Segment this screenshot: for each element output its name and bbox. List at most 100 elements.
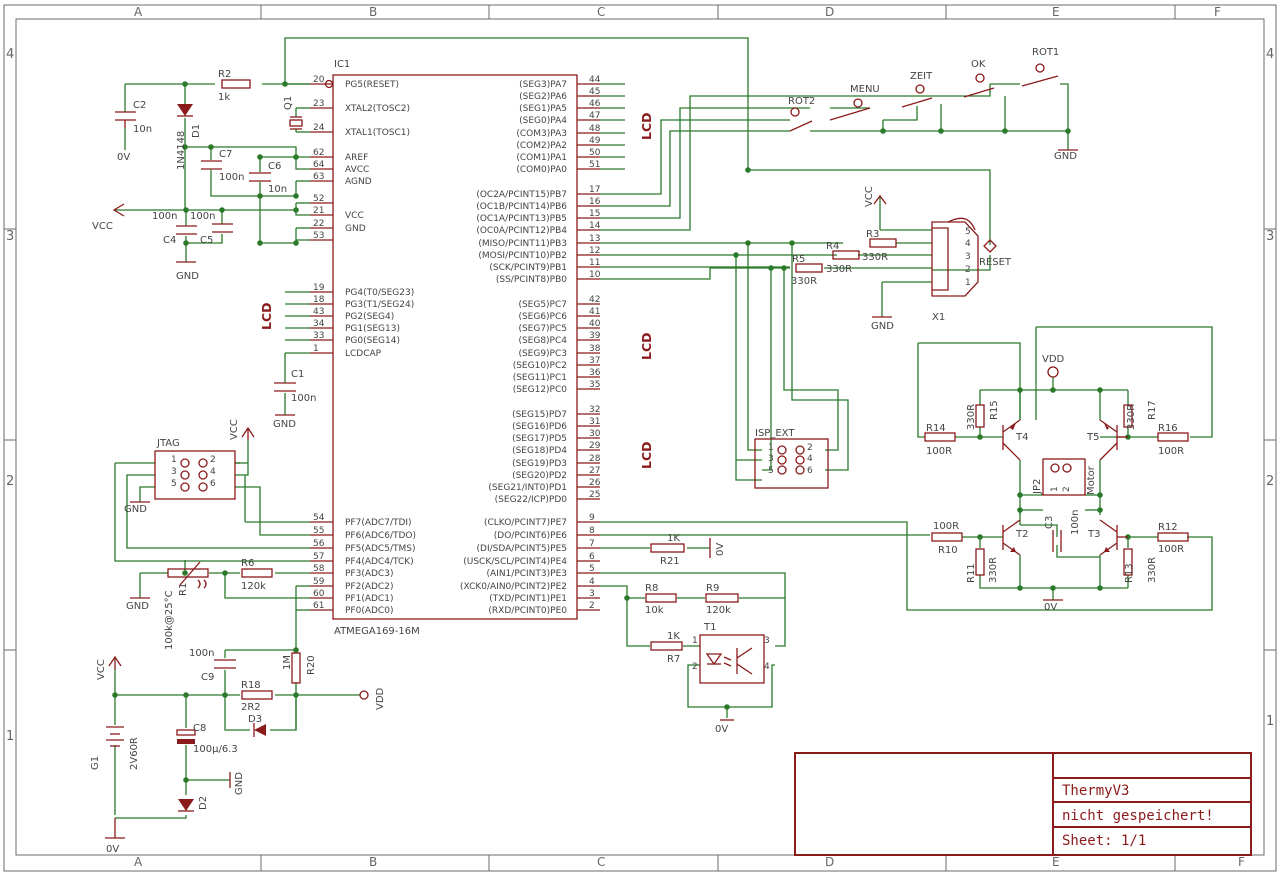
r13-name: R13 (1124, 563, 1135, 583)
col-label-bottom: B (369, 855, 377, 869)
ic1-pin-label: (SEG7)PC5 (518, 324, 567, 334)
capacitor-c7: C7 100n (201, 149, 244, 183)
c1-value: 100n (291, 393, 316, 404)
r20-name: R20 (306, 655, 317, 675)
vcc-symbol-jtag: VCC (229, 419, 255, 440)
ic1-pin-number: 26 (589, 478, 601, 488)
ic1-pin-number: 46 (589, 99, 601, 109)
x1-pin: 4 (965, 239, 971, 249)
row-label-left: 1 (6, 729, 14, 744)
r5-value: 330R (791, 276, 817, 287)
ic1-pin-number: 50 (589, 148, 601, 158)
c7-value: 100n (219, 172, 244, 183)
ic1-pin-number: 14 (589, 221, 601, 231)
ic1-pin-label: (SEG5)PC7 (518, 300, 567, 310)
c2-value: 10n (133, 124, 152, 135)
ic1-pin-number: 25 (589, 490, 600, 500)
jtag-pin: 6 (210, 479, 216, 489)
gnd-label: GND (1054, 151, 1077, 162)
ic1-pin-number: 36 (589, 368, 601, 378)
r10-value: 100R (933, 521, 959, 532)
ic1-pin-label: PF4(ADC4/TCK) (345, 557, 414, 567)
gnd-label: GND (871, 321, 894, 332)
thermistor-r1: R1 100k@25°C GND (126, 561, 209, 650)
jp2-pin: 1 (1050, 486, 1060, 492)
vcc-label: VCC (229, 419, 240, 440)
c3-value: 100n (1070, 510, 1081, 535)
ic1-pin-number: 63 (313, 172, 324, 182)
ic1-pin-number: 22 (313, 219, 324, 229)
ic1-pin-number: 60 (313, 589, 325, 599)
diode-d3: D3 (248, 714, 266, 737)
ic1-pin-label: PF3(ADC3) (345, 569, 393, 579)
r21-name: R21 (660, 556, 680, 567)
ic1-pin-number: 59 (313, 577, 325, 587)
vcc-label: VCC (92, 221, 113, 232)
col-label-bottom: F (1238, 855, 1245, 869)
r17-name: R17 (1147, 400, 1158, 420)
vcc-symbol-left: VCC (92, 203, 125, 232)
transistor-t2: T2 (1002, 519, 1028, 556)
transistor-t4: T4 (1002, 419, 1028, 461)
ic1-pin-label: (SEG0)PA4 (519, 116, 567, 126)
c4-name: C4 (163, 235, 176, 246)
col-label-top: C (597, 5, 605, 19)
r13-value: 330R (1147, 557, 1158, 583)
r15-name: R15 (989, 400, 1000, 420)
gnd-symbol-switches: GND (1054, 149, 1078, 162)
ic1-pin-number: 35 (589, 380, 600, 390)
title-block-name: ThermyV3 (1062, 783, 1129, 799)
resistor-r6: R6 120k (241, 558, 273, 592)
ic1-pin-label: PF2(ADC2) (345, 582, 393, 592)
r6-name: R6 (241, 558, 254, 569)
ic1-pin-label: (CLKO/PCINT7)PE7 (484, 518, 567, 528)
c9-value: 100n (189, 648, 214, 659)
jtag-pin: 3 (171, 467, 177, 477)
g1-value: 2V60R (129, 737, 140, 770)
isp-pin: 4 (807, 454, 813, 464)
resistor-r13: R13 330R (1123, 548, 1158, 583)
c2-gnd-0v: 0V (117, 152, 130, 163)
r2-value: 1k (218, 92, 230, 103)
col-label-bottom: A (134, 855, 143, 869)
ic1-pin-label: (MOSI/PCINT10)PB2 (478, 251, 567, 261)
diode-d1: D1 1N4148 (176, 104, 202, 170)
r1-name: R1 (178, 583, 189, 596)
r21-value: 1K (667, 533, 680, 544)
ic1-pin-label: PG5(RESET) (345, 80, 399, 90)
row-label-left: 3 (6, 229, 14, 244)
r11-value: 330R (988, 557, 999, 583)
ic1-pin-number: 64 (313, 160, 325, 170)
resistor-r12: R12 100R (1157, 522, 1189, 555)
r16-name: R16 (1158, 423, 1178, 434)
jp2-pin: 2 (1062, 486, 1072, 492)
ic1-pin-number: 11 (589, 258, 600, 268)
ic1-pin-label: (COM2)PA2 (516, 141, 567, 151)
d1-name: D1 (191, 124, 202, 138)
ic1-pin-number: 45 (589, 87, 600, 97)
ic1-pin-number: 58 (313, 564, 325, 574)
capacitor-c8: C8 100µ/6.3 GND (176, 723, 245, 795)
capacitor-c6: C6 10n (249, 161, 287, 195)
capacitor-c1: C1 100n GND (273, 369, 316, 430)
isp-connector: ISP_EXT 1 2 3 4 5 6 (754, 428, 829, 489)
ic1-pin-number: 49 (589, 136, 601, 146)
isp-pin: 6 (807, 466, 813, 476)
ic1-pin-label: (SEG20)PD2 (512, 471, 567, 481)
ic1-pin-label: (DO/PCINT6)PE6 (494, 531, 568, 541)
zero-v-label: 0V (106, 844, 119, 855)
ic1-pin-label: PG1(SEG13) (345, 324, 400, 334)
ic1-pin-label: AGND (345, 177, 372, 187)
ic1-pin-number: 41 (589, 307, 600, 317)
ic1-pin-number: 23 (313, 99, 324, 109)
switch-label: ZEIT (910, 71, 933, 82)
jp2-label: Motor (1086, 465, 1097, 495)
r7-value: 1K (667, 631, 680, 642)
lcd-label-pa: LCD (639, 112, 654, 140)
x1-pin: 5 (965, 227, 971, 237)
jtag-pin: 4 (210, 467, 216, 477)
ic1-pin-label: (SEG6)PC6 (518, 312, 567, 322)
r20-value: 1M (282, 655, 293, 670)
junctions (112, 81, 1131, 783)
ic1-pin-label: PF1(ADC1) (345, 594, 393, 604)
